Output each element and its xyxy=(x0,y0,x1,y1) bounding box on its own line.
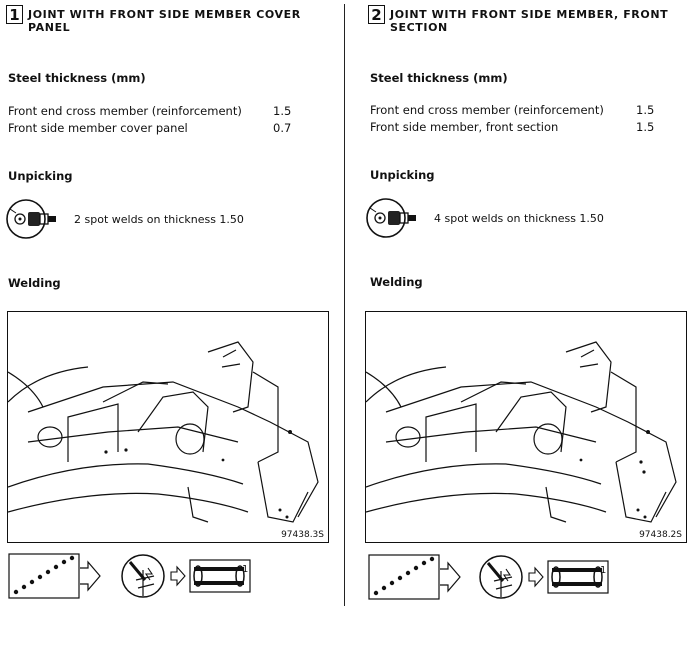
arrow-right-icon xyxy=(170,565,186,587)
welding-figure: 97438.2S xyxy=(365,311,687,543)
column-divider xyxy=(344,4,345,606)
weld-symbols: 1 xyxy=(8,553,251,599)
figure-number: 97438.2S xyxy=(639,530,682,540)
welding-heading: Welding xyxy=(370,275,423,289)
section-number-box: 1 xyxy=(6,5,23,24)
unpicking-note: 4 spot welds on thickness 1.50 xyxy=(434,212,604,225)
steel-thickness-heading: Steel thickness (mm) xyxy=(370,71,508,85)
front-structure-drawing xyxy=(8,341,319,523)
section-2: 2 JOINT WITH FRONT SIDE MEMBER, FRONT SE… xyxy=(365,0,687,661)
part-thickness: 1.5 xyxy=(636,103,655,117)
plug-weld-section-icon: 1 xyxy=(547,560,609,594)
svg-text:1: 1 xyxy=(242,564,248,575)
welding-heading: Welding xyxy=(8,276,61,290)
mig-plug-weld-icon xyxy=(479,555,523,599)
plug-weld-section-icon: 1 xyxy=(189,559,251,593)
section-title: JOINT WITH FRONT SIDE MEMBER COVER PANEL xyxy=(28,8,301,34)
unpicking-heading: Unpicking xyxy=(8,169,73,183)
weld-symbols: 1 xyxy=(368,554,609,600)
spot-weld-series-icon xyxy=(8,553,101,599)
section-number-box: 2 xyxy=(368,5,385,24)
mig-plug-weld-icon xyxy=(121,554,165,598)
weld-symbol-row: 1 xyxy=(368,553,668,609)
part-name: Front side member, front section xyxy=(370,120,559,134)
part-thickness: 1.5 xyxy=(273,104,292,118)
spot-weld-drill-icon xyxy=(6,197,58,245)
section-1: 1 JOINT WITH FRONT SIDE MEMBER COVER PAN… xyxy=(4,0,334,661)
part-thickness: 0.7 xyxy=(273,121,292,135)
front-structure-drawing xyxy=(366,341,677,523)
unpicking-heading: Unpicking xyxy=(370,168,435,182)
svg-text:1: 1 xyxy=(600,565,606,576)
arrow-right-icon xyxy=(528,566,544,588)
spot-weld-drill-icon xyxy=(366,196,418,244)
part-name: Front side member cover panel xyxy=(8,121,188,135)
steel-thickness-heading: Steel thickness (mm) xyxy=(8,71,146,85)
welding-figure: 97438.3S xyxy=(7,311,329,543)
part-thickness: 1.5 xyxy=(636,120,655,134)
weld-symbol-row: 1 xyxy=(8,552,308,608)
part-name: Front end cross member (reinforcement) xyxy=(370,103,604,117)
section-title: JOINT WITH FRONT SIDE MEMBER, FRONT SECT… xyxy=(390,8,669,34)
unpicking-note: 2 spot welds on thickness 1.50 xyxy=(74,213,244,226)
part-name: Front end cross member (reinforcement) xyxy=(8,104,242,118)
figure-number: 97438.3S xyxy=(281,530,324,540)
spot-weld-series-icon xyxy=(368,554,461,600)
